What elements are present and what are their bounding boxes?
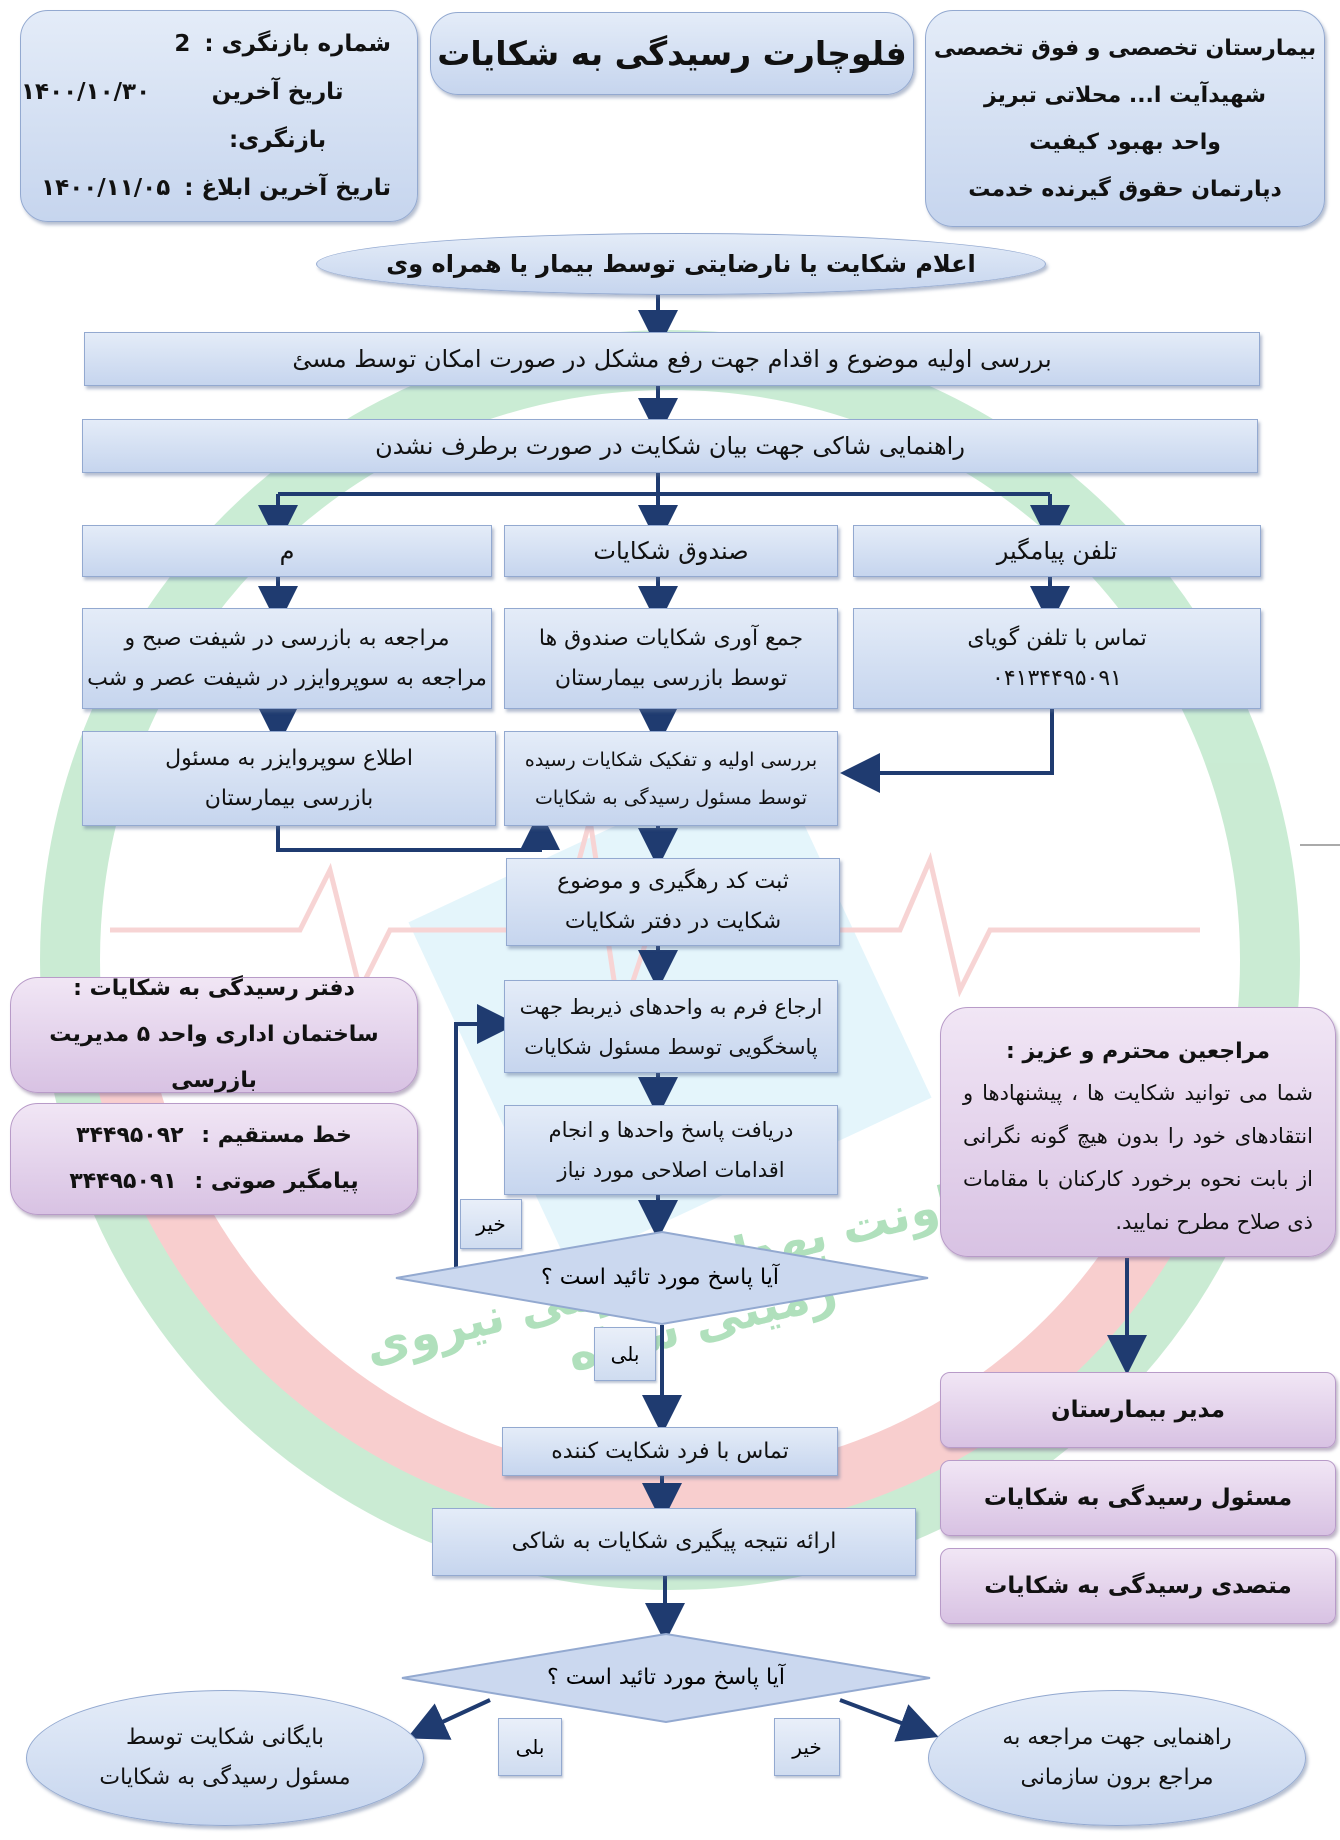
- middle-review-line-1: بررسی اولیه و تفکیک شکایات رسیده: [524, 748, 818, 771]
- decision-2-label: آیا پاسخ مورد تائید است ؟: [547, 1665, 785, 1690]
- hospital-line-2: شهیدآیت ا... محلاتی تبریز: [983, 82, 1267, 108]
- yes-label-2: بلی: [498, 1718, 562, 1776]
- end-external-line-1: راهنمایی جهت مراجعه به: [1002, 1725, 1232, 1750]
- decision-2-diamond: [401, 1632, 931, 1724]
- right-call-phone: ۰۴۱۳۴۴۹۵۰۹۱: [992, 665, 1122, 691]
- direct-line-label: خط مستقیم :: [201, 1123, 352, 1148]
- receive-line-2: اقدامات اصلاحی مورد نیاز: [557, 1158, 785, 1182]
- page-title: فلوچارت رسیدگی به شکایات: [430, 12, 914, 95]
- direct-line-row: خط مستقیم : ۳۴۴۹۵۰۹۲: [76, 1113, 352, 1159]
- decision-1-label: آیا پاسخ مورد تائید است ؟: [541, 1265, 779, 1290]
- last-notice-date: ۱۴۰۰/۱۱/۰۵: [41, 175, 171, 201]
- receive-step: دریافت پاسخ واحدها و انجام اقدامات اصلاح…: [504, 1105, 838, 1195]
- revision-number-value: 2: [174, 31, 191, 57]
- left-supervisor-line-2: بازرسی بیمارستان: [204, 785, 374, 811]
- refer-step: ارجاع فرم به واحدهای ذیربط جهت پاسخگویی …: [504, 980, 838, 1073]
- last-revision-row: تاریخ آخرین بازنگری: ۱۴۰۰/۱۰/۳۰: [21, 68, 417, 164]
- channel-in-person: م: [82, 525, 492, 577]
- middle-review-line-2: توسط مسئول رسیدگی به شکایات: [534, 786, 808, 809]
- left-supervisor-step: اطلاع سوپروایزر به مسئول بازرسی بیمارستا…: [82, 731, 496, 826]
- left-referral-line-2: مراجعه به سوپروایزر در شیفت عصر و شب: [87, 665, 487, 691]
- channel-voicemail: تلفن پیامگیر: [853, 525, 1261, 577]
- contact-step: تماس با فرد شکایت کننده: [502, 1427, 838, 1476]
- channel-complaint-box: صندوق شکایات: [504, 525, 838, 577]
- last-revision-date: ۱۴۰۰/۱۰/۳۰: [21, 79, 151, 105]
- no-label-1: خیر: [460, 1199, 522, 1249]
- middle-collect-line-2: توسط بازرسی بیمارستان: [554, 665, 788, 691]
- hospital-line-1: بیمارستان تخصصی و فوق تخصصی: [933, 35, 1317, 61]
- contact-hospital-director: مدیر بیمارستان: [940, 1372, 1336, 1448]
- refer-line-2: پاسخگویی توسط مسئول شکایات: [524, 1034, 818, 1059]
- register-line-2: شکایت در دفتر شکایات: [564, 909, 782, 934]
- initial-review-step: بررسی اولیه موضوع و اقدام جهت رفع مشکل د…: [84, 332, 1260, 386]
- receive-line-1: دریافت پاسخ واحدها و انجام: [548, 1118, 794, 1142]
- notice-body: شما می توانید شکایت ها ، پیشنهادها و انت…: [963, 1081, 1313, 1234]
- middle-collect-step: جمع آوری شکایات صندوق ها توسط بازرسی بیم…: [504, 608, 838, 709]
- revision-number-row: شماره بازنگری : 2: [21, 20, 417, 68]
- end-archive-line-1: بایگانی شکایت توسط: [125, 1725, 325, 1750]
- office-info-panel: دفتر رسیدگی به شکایات : ساختمان اداری وا…: [10, 976, 418, 1093]
- contact-complaints-clerk: متصدی رسیدگی به شکایات: [940, 1548, 1336, 1624]
- voicemail-value: ۳۴۴۹۵۰۹۱: [69, 1169, 177, 1194]
- end-archive-line-2: مسئول رسیدگی به شکایات: [99, 1765, 351, 1790]
- right-call-line-1: تماس با تلفن گویای: [967, 625, 1147, 651]
- start-complaint: اعلام شکایت یا نارضایتی توسط بیمار یا هم…: [316, 233, 1046, 295]
- left-referral-step: مراجعه به بازرسی در شیفت صبح و مراجعه به…: [82, 608, 492, 709]
- contact-complaints-officer: مسئول رسیدگی به شکایات: [940, 1460, 1336, 1536]
- left-referral-line-1: مراجعه به بازرسی در شیفت صبح و: [124, 625, 450, 651]
- revision-info-panel: شماره بازنگری : 2 تاریخ آخرین بازنگری: ۱…: [20, 10, 418, 222]
- guidance-step: راهنمایی شاکی جهت بیان شکایت در صورت برط…: [82, 419, 1258, 473]
- office-title: دفتر رسیدگی به شکایات :: [73, 976, 355, 1001]
- decision-1-diamond: [395, 1230, 929, 1326]
- hospital-line-3: واحد بهبود کیفیت: [1029, 129, 1221, 155]
- end-external-line-2: مراجع برون سازمانی: [1020, 1765, 1214, 1790]
- notice-title: مراجعین محترم و عزیز :: [1006, 1039, 1270, 1064]
- no-label-2: خیر: [774, 1718, 840, 1776]
- yes-label-1: بلی: [594, 1327, 656, 1381]
- voicemail-label: پیامگیر صوتی :: [194, 1169, 359, 1194]
- office-address: ساختمان اداری واحد ۵ مدیریت بازرسی: [49, 1022, 379, 1093]
- end-archive: بایگانی شکایت توسط مسئول رسیدگی به شکایا…: [26, 1690, 424, 1826]
- hospital-info-panel: بیمارستان تخصصی و فوق تخصصی شهیدآیت ا...…: [925, 10, 1325, 227]
- last-notice-label: تاریخ آخرین ابلاغ :: [184, 175, 391, 201]
- last-notice-row: تاریخ آخرین ابلاغ : ۱۴۰۰/۱۱/۰۵: [21, 164, 417, 212]
- result-step: ارائه نتیجه پیگیری شکایات به شاکی: [432, 1508, 916, 1576]
- left-supervisor-line-1: اطلاع سوپروایزر به مسئول: [165, 745, 413, 771]
- voicemail-row: پیامگیر صوتی : ۳۴۴۹۵۰۹۱: [69, 1159, 358, 1205]
- register-step: ثبت کد رهگیری و موضوع شکایت در دفتر شکای…: [506, 858, 840, 946]
- middle-review-step: بررسی اولیه و تفکیک شکایات رسیده توسط مس…: [504, 731, 838, 826]
- office-phones-panel: خط مستقیم : ۳۴۴۹۵۰۹۲ پیامگیر صوتی : ۳۴۴۹…: [10, 1103, 418, 1215]
- revision-number-label: شماره بازنگری :: [204, 31, 391, 57]
- right-call-step: تماس با تلفن گویای ۰۴۱۳۴۴۹۵۰۹۱: [853, 608, 1261, 709]
- register-line-1: ثبت کد رهگیری و موضوع: [557, 869, 789, 894]
- middle-collect-line-1: جمع آوری شکایات صندوق ها: [538, 625, 804, 651]
- notice-panel: مراجعین محترم و عزیز : شما می توانید شکا…: [940, 1007, 1336, 1257]
- last-revision-label: تاریخ آخرین بازنگری:: [211, 79, 344, 153]
- refer-line-1: ارجاع فرم به واحدهای ذیربط جهت: [519, 994, 823, 1019]
- direct-line-value: ۳۴۴۹۵۰۹۲: [76, 1123, 184, 1148]
- end-external-referral: راهنمایی جهت مراجعه به مراجع برون سازمان…: [928, 1690, 1306, 1826]
- hospital-line-4: دپارتمان حقوق گیرنده خدمت: [968, 176, 1282, 202]
